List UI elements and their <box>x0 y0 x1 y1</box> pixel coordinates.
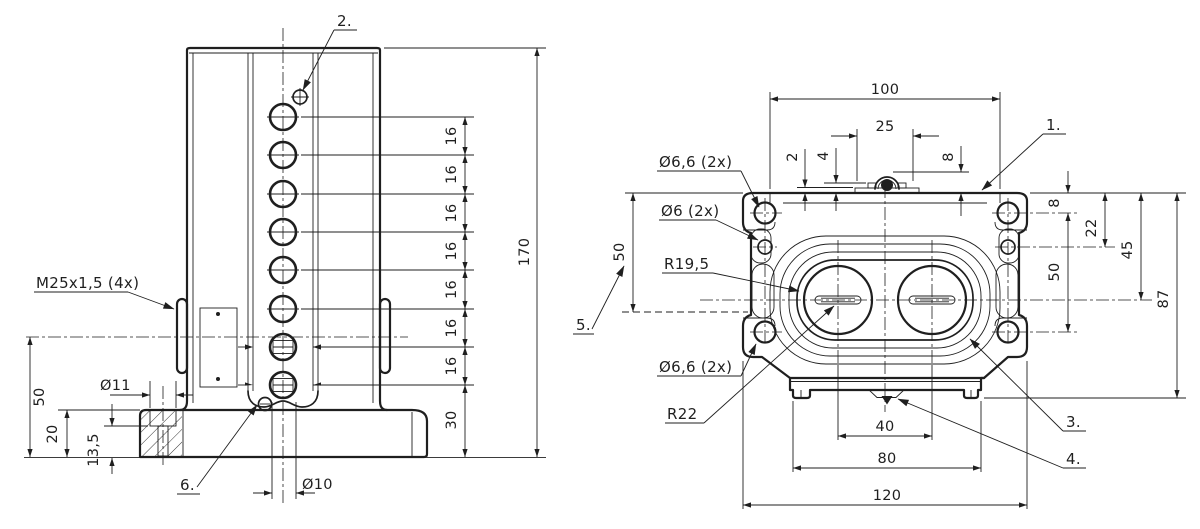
dim-22: 22 <box>1084 218 1100 237</box>
side-view: M25x1,5 (4x) 2. 6. Ø11 Ø10 170 30 50 20 … <box>24 12 546 503</box>
front-dimension-lines <box>632 98 1178 506</box>
gland-boss-right <box>378 297 392 375</box>
dim-16-1: 16 <box>444 126 460 145</box>
callout-5: 5. <box>576 316 591 334</box>
gland-boss-left <box>175 297 189 375</box>
callout-4: 4. <box>1066 450 1081 468</box>
index-mark <box>881 396 893 405</box>
dim-16-7: 16 <box>444 356 460 375</box>
dim-16-3: 16 <box>444 203 460 222</box>
callout-1: 1. <box>1046 116 1061 134</box>
label-dia6: Ø6 (2x) <box>661 202 719 220</box>
dim-170: 170 <box>517 238 533 267</box>
dim-80: 80 <box>877 451 896 467</box>
dim-50-side: 50 <box>612 242 628 261</box>
tower-outline <box>178 46 389 412</box>
front-leaders <box>573 133 1086 469</box>
dim-dia10: Ø10 <box>302 477 333 493</box>
dim-120: 120 <box>873 488 902 504</box>
thread-label: M25x1,5 (4x) <box>36 274 139 292</box>
foot-section-hatch <box>141 411 182 456</box>
dim-13-5: 13,5 <box>86 433 102 467</box>
front-arrowheads <box>630 96 1180 508</box>
dim-87: 87 <box>1156 289 1172 308</box>
dim-45: 45 <box>1120 240 1136 259</box>
dim-16-6: 16 <box>444 318 460 337</box>
label-dia66-top: Ø6,6 (2x) <box>659 153 732 171</box>
front-centerlines <box>622 185 1152 412</box>
side-leaders <box>34 29 357 495</box>
inner-contours <box>743 221 1027 327</box>
dim-2: 2 <box>785 152 801 162</box>
dim-dia11: Ø11 <box>100 378 131 394</box>
dim-4: 4 <box>816 151 832 161</box>
label-dia66-bottom: Ø6,6 (2x) <box>659 358 732 376</box>
callout-6: 6. <box>180 476 195 494</box>
label-r19-5: R19,5 <box>664 255 709 273</box>
mounting-holes <box>753 201 1020 344</box>
dim-8-terminal: 8 <box>941 152 957 162</box>
dovetail-guide <box>867 389 906 398</box>
side-extension-lines <box>24 47 546 499</box>
front-view: Ø6,6 (2x) Ø6 (2x) R19,5 Ø6,6 (2x) R22 5.… <box>573 82 1186 509</box>
body-outline <box>741 191 1029 400</box>
dim-50-side: 50 <box>32 387 48 406</box>
dim-8-hole: 8 <box>1047 198 1063 208</box>
dim-16-5: 16 <box>444 280 460 299</box>
dim-50-holes: 50 <box>1047 262 1063 281</box>
dim-25: 25 <box>875 119 894 135</box>
dim-100: 100 <box>871 82 900 98</box>
side-arrowheads <box>27 48 540 496</box>
callout-3: 3. <box>1066 413 1081 431</box>
front-extension-lines <box>625 92 1186 509</box>
label-r22: R22 <box>667 405 697 423</box>
earth-terminal <box>854 176 920 194</box>
dim-20: 20 <box>45 424 61 443</box>
dim-30: 30 <box>444 410 460 429</box>
drain-hole-bottom <box>257 396 273 412</box>
label-plate <box>199 307 238 388</box>
dim-16-4: 16 <box>444 241 460 260</box>
dim-40: 40 <box>875 419 894 435</box>
dim-16-2: 16 <box>444 165 460 184</box>
callout-2: 2. <box>337 12 352 30</box>
